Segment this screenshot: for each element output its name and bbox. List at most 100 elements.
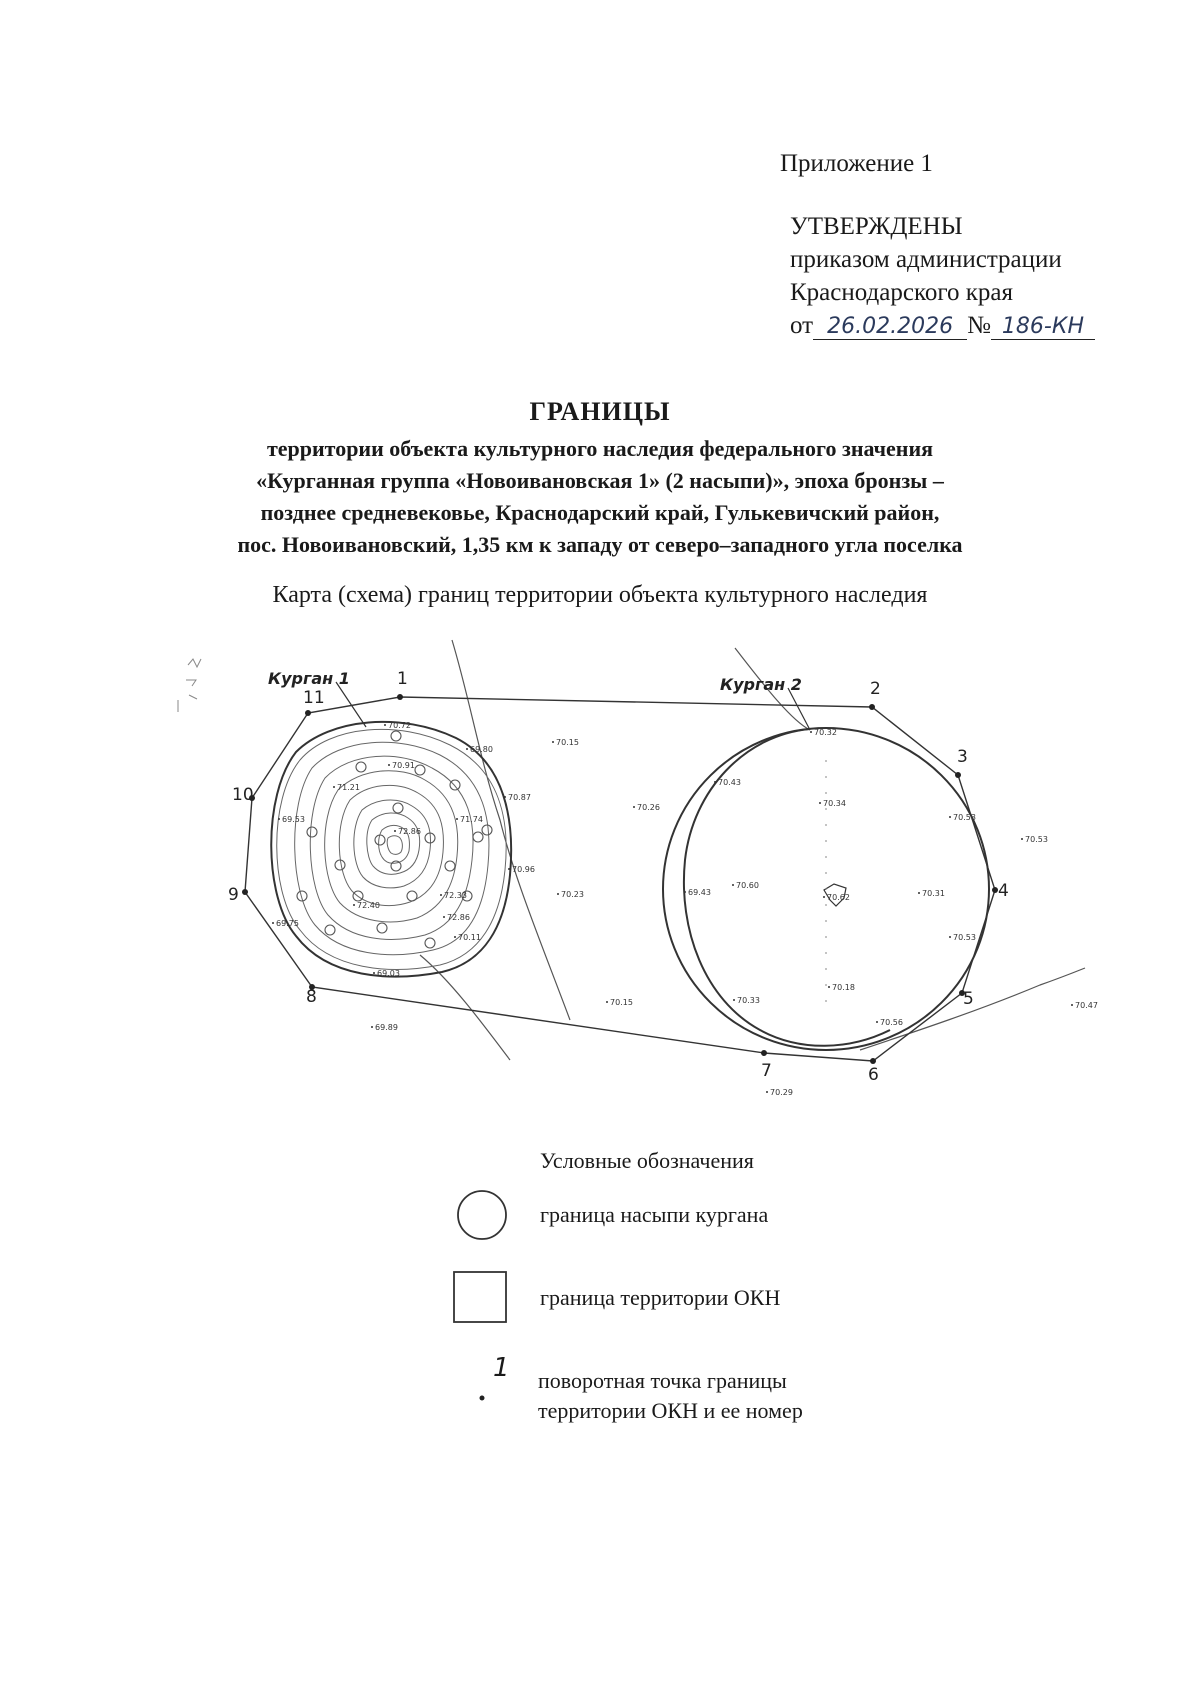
elevation-point [278, 818, 280, 820]
turn-point-label-6: 6 [868, 1065, 879, 1085]
elevation-label: 72.40 [357, 901, 380, 910]
elevation-point [918, 892, 920, 894]
number-prefix: № [967, 312, 991, 339]
approved-line-2: приказом администрации [790, 246, 1062, 273]
elevation-point [684, 891, 686, 893]
elevation-point [508, 868, 510, 870]
elevation-point [272, 922, 274, 924]
kurgan-2-center-mark [823, 883, 847, 907]
elevation-label: 70.15 [556, 738, 579, 747]
okn-territory-boundary [244, 696, 996, 1062]
elevation-point [388, 764, 390, 766]
road-line-3 [859, 967, 1086, 1051]
elevation-label: 70.56 [880, 1018, 903, 1027]
elevation-label: 70.15 [610, 998, 633, 1007]
elevation-label: 70.31 [922, 889, 945, 898]
kurgan-2-leader [787, 687, 811, 731]
legend-turn-point-line-2: территории ОКН и ее номер [538, 1398, 803, 1423]
turn-point-label-8: 8 [306, 987, 317, 1007]
elevation-point [949, 936, 951, 938]
elevation-point [633, 806, 635, 808]
elevation-label: 70.60 [736, 881, 759, 890]
approved-line-3: Краснодарского края [790, 279, 1013, 306]
elevation-label: 69.80 [470, 745, 493, 754]
handwritten-date: 26.02.2026 [813, 315, 968, 340]
elevation-label: 72.86 [398, 827, 421, 836]
elevation-point [714, 781, 716, 783]
date-prefix: от [790, 312, 814, 339]
north-mark-icon [177, 658, 202, 712]
legend-title: Условные обозначения [540, 1148, 754, 1173]
turn-point-4 [992, 887, 998, 893]
title-line-4: пос. Новоивановский, 1,35 км к западу от… [237, 532, 963, 557]
elevation-label: 69.43 [688, 888, 711, 897]
turn-point-label-1: 1 [397, 669, 408, 689]
kurgan-1-boundary [270, 720, 513, 978]
elevation-label: 71.21 [337, 783, 360, 792]
elevation-label: 70.72 [388, 721, 411, 730]
mound-boundary-symbol-icon [457, 1190, 507, 1240]
map-subtitle: Карта (схема) границ территории объекта … [272, 582, 928, 608]
title-heading: ГРАНИЦЫ [529, 397, 671, 426]
elevation-label: 69.03 [377, 969, 400, 978]
turn-point-7 [761, 1050, 767, 1056]
elevation-point [606, 1001, 608, 1003]
turn-point-6 [870, 1058, 876, 1064]
approved-title: УТВЕРЖДЕНЫ [790, 213, 963, 240]
elevation-label: 70.87 [508, 793, 531, 802]
elevation-point [552, 741, 554, 743]
elevation-point [732, 884, 734, 886]
elevation-point [819, 802, 821, 804]
turn-point-label-5: 5 [963, 989, 974, 1009]
elevation-label: 69.75 [276, 919, 299, 928]
turn-point-5 [959, 990, 965, 996]
approval-block: УТВЕРЖДЕНЫ приказом администрации Красно… [790, 210, 1095, 342]
road-line-1-tail [419, 954, 511, 1061]
turn-point-2 [869, 704, 875, 710]
elevation-point [733, 999, 735, 1001]
turn-point-label-7: 7 [761, 1061, 772, 1081]
elevation-label: 70.32 [814, 728, 837, 737]
elevation-point [454, 936, 456, 938]
kurgan-1-contours [276, 728, 507, 970]
elevation-point [557, 893, 559, 895]
elevation-label: 70.91 [392, 761, 415, 770]
elevation-label: 70.23 [561, 890, 584, 899]
turn-point-8 [309, 984, 315, 990]
elevation-label: 70.26 [637, 803, 660, 812]
elevation-label: 70.29 [770, 1088, 793, 1097]
elevation-label: 70.53 [953, 813, 976, 822]
legend-okn-boundary: граница территории ОКН [540, 1285, 781, 1310]
elevation-point [766, 1091, 768, 1093]
elevation-point [823, 896, 825, 898]
turn-point-11 [305, 710, 311, 716]
kurgan-2-boundary [662, 727, 990, 1051]
elevation-label: 70.53 [953, 933, 976, 942]
elevation-label: 69.53 [282, 815, 305, 824]
road-line-2 [734, 647, 811, 731]
elevation-point [384, 724, 386, 726]
elevation-point [1021, 838, 1023, 840]
turn-point-3 [955, 772, 961, 778]
elevation-label: 70.62 [827, 893, 850, 902]
legend-turn-point-line-1: поворотная точка границы [538, 1368, 787, 1393]
elevation-label: 71.74 [460, 815, 483, 824]
elevation-label: 70.47 [1075, 1001, 1098, 1010]
turn-point-symbol-number: 1 [493, 1353, 510, 1383]
turn-point-label-2: 2 [870, 679, 881, 699]
turn-point-label-3: 3 [957, 747, 968, 767]
elevation-point [440, 894, 442, 896]
elevation-point [353, 904, 355, 906]
appendix-label: Приложение 1 [780, 150, 933, 177]
elevation-point [456, 818, 458, 820]
document-title: ГРАНИЦЫ территории объекта культурного н… [0, 397, 1200, 561]
turn-point-symbol-icon [479, 1395, 485, 1401]
okn-boundary-symbol-icon [453, 1271, 507, 1323]
turn-point-label-9: 9 [228, 885, 239, 905]
elevation-point [949, 816, 951, 818]
turn-point-10 [249, 795, 255, 801]
elevation-point [810, 731, 812, 733]
elevation-point [443, 916, 445, 918]
